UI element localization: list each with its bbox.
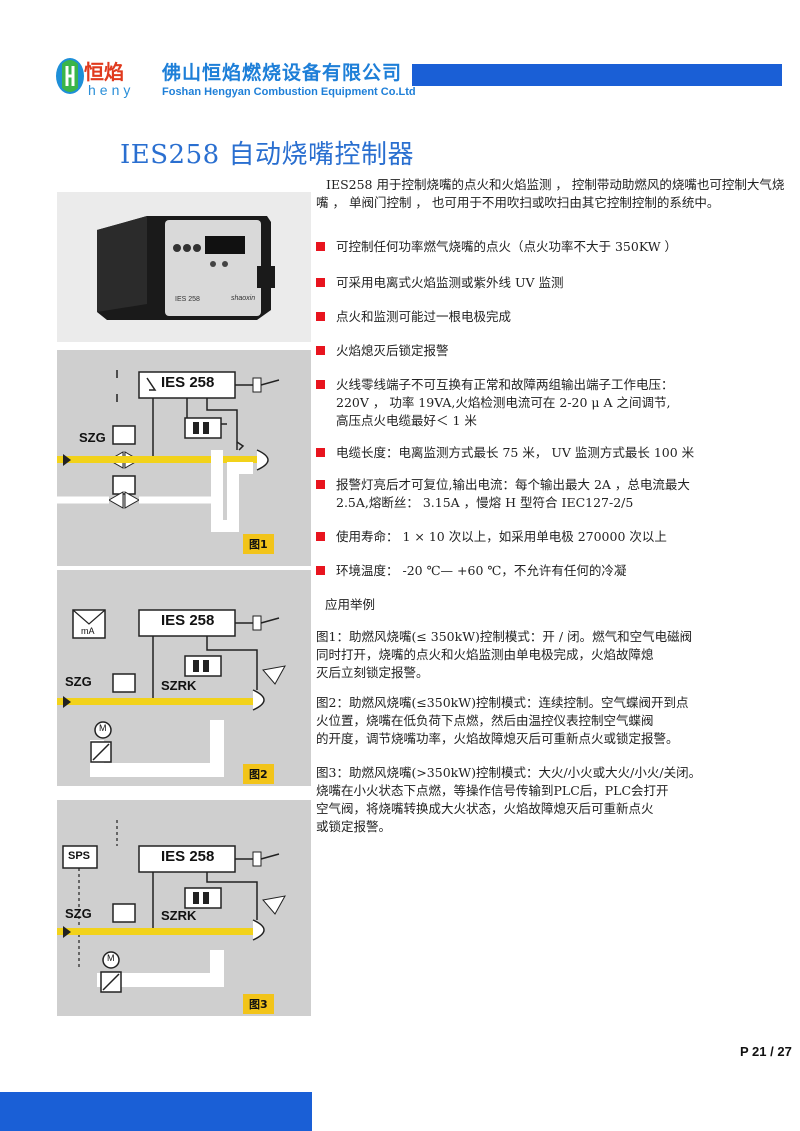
footer-accent-bar	[0, 1092, 312, 1131]
figure-3-valve2-label: SZRK	[161, 908, 197, 923]
figure-3-motor-label: M	[107, 953, 115, 963]
feature-item: 使用寿命： 1 × 10 次以上，如采用单电极 270000 次以上	[316, 528, 786, 546]
figure-2-device-label: IES 258	[161, 612, 215, 629]
feature-text: 点火和监测可能过一根电极完成	[336, 309, 512, 324]
logo-en-text: heny	[88, 82, 135, 98]
company-name-en: Foshan Hengyan Combustion Equipment Co.L…	[162, 86, 416, 98]
feature-text: 报警灯亮后才可复位,输出电流：每个输出最大 2A ，总电流最大 2.5A,熔断丝…	[336, 477, 690, 510]
bullet-square-icon	[316, 448, 325, 457]
figure-3-diagram: SPS IES 258 SZG SZRK M 图3	[57, 800, 311, 1016]
feature-text: 可采用电离式火焰监测或紫外线 UV 监测	[336, 275, 564, 290]
bullet-square-icon	[316, 346, 325, 355]
bullet-square-icon	[316, 242, 325, 251]
feature-text: 火焰熄灭后锁定报警	[336, 343, 449, 358]
application-item: 图3：助燃风烧嘴(>350kW)控制模式：大火/小火或大火/小火/关闭。 烧嘴在…	[316, 765, 702, 834]
bullet-square-icon	[316, 312, 325, 321]
company-name-cn: 佛山恒焰燃烧设备有限公司	[162, 62, 403, 84]
application-item: 图2：助燃风烧嘴(≤350kW)控制模式：连续控制。空气蝶阀开到点 火位置，烧嘴…	[316, 695, 689, 746]
figure-1-diagram: SZG IES 258 图1	[57, 350, 311, 566]
feature-item: 火线零线端子不可互换有正常和故障两组输出端子工作电压： 220V ， 功率 19…	[316, 376, 786, 430]
figure-1-device-label: IES 258	[161, 374, 215, 391]
feature-item: 可采用电离式火焰监测或紫外线 UV 监测	[316, 274, 786, 292]
photo-brand-label: shaoxin	[231, 295, 256, 302]
figure-1-label: 图1	[243, 534, 274, 554]
photo-model-label: IES 258	[175, 296, 200, 303]
figure-3-sps-label: SPS	[68, 850, 91, 862]
logo-mark-icon	[56, 58, 84, 94]
applications-heading: 应用举例	[325, 597, 376, 612]
figure-2-label: 图2	[243, 764, 274, 784]
bullet-square-icon	[316, 480, 325, 489]
feature-text: 使用寿命： 1 × 10 次以上，如采用单电极 270000 次以上	[336, 529, 667, 544]
feature-item: 报警灯亮后才可复位,输出电流：每个输出最大 2A ，总电流最大 2.5A,熔断丝…	[316, 476, 786, 512]
page-header: 恒焰 heny 佛山恒焰燃烧设备有限公司 Foshan Hengyan Comb…	[0, 0, 800, 120]
feature-item: 可控制任何功率燃气烧嘴的点火（点火功率不大于 350KW ）	[316, 238, 786, 256]
figure-3-valve-label: SZG	[65, 906, 92, 921]
figure-2-meter-label: mA	[81, 626, 95, 636]
intro-paragraph: IES258 用于控制烧嘴的点火和火焰监测 ， 控制带动助燃风的烧嘴也可控制大气…	[316, 177, 785, 210]
figure-2-valve-label: SZG	[65, 674, 92, 689]
figure-2-valve2-label: SZRK	[161, 678, 197, 693]
bullet-square-icon	[316, 380, 325, 389]
feature-item: 环境温度： -20 ℃— +60 ℃，不允许有任何的冷凝	[316, 562, 786, 580]
product-photo: IES 258 shaoxin	[57, 192, 311, 342]
feature-item: 火焰熄灭后锁定报警	[316, 342, 786, 360]
figure-1-valve-label: SZG	[79, 430, 106, 445]
figure-3-label: 图3	[243, 994, 274, 1014]
feature-item: 点火和监测可能过一根电极完成	[316, 308, 786, 326]
feature-text: 火线零线端子不可互换有正常和故障两组输出端子工作电压： 220V ， 功率 19…	[336, 377, 674, 428]
feature-item: 电缆长度：电离监测方式最长 75 米， UV 监测方式最长 100 米	[316, 444, 786, 462]
bullet-square-icon	[316, 532, 325, 541]
figure-3-device-label: IES 258	[161, 848, 215, 865]
company-logo: 恒焰 heny	[50, 52, 160, 108]
description-column: IES258 用于控制烧嘴的点火和火焰监测 ， 控制带动助燃风的烧嘴也可控制大气…	[316, 176, 786, 834]
logo-cn-text: 恒焰	[84, 60, 124, 84]
application-item: 图1：助燃风烧嘴(≤ 350kW)控制模式：开 / 闭。燃气和空气电磁阀 同时打…	[316, 629, 693, 680]
page-number: P 21 / 27	[740, 1044, 792, 1059]
figure-2-motor-label: M	[99, 723, 107, 733]
bullet-square-icon	[316, 566, 325, 575]
feature-text: 可控制任何功率燃气烧嘴的点火（点火功率不大于 350KW ）	[336, 239, 678, 254]
feature-text: 环境温度： -20 ℃— +60 ℃，不允许有任何的冷凝	[336, 563, 627, 578]
feature-text: 电缆长度：电离监测方式最长 75 米， UV 监测方式最长 100 米	[336, 445, 695, 460]
header-accent-bar	[412, 64, 782, 86]
figure-2-diagram: mA IES 258 SZG SZRK M 图2	[57, 570, 311, 786]
page-title: IES258 自动烧嘴控制器	[120, 140, 414, 170]
bullet-square-icon	[316, 278, 325, 287]
